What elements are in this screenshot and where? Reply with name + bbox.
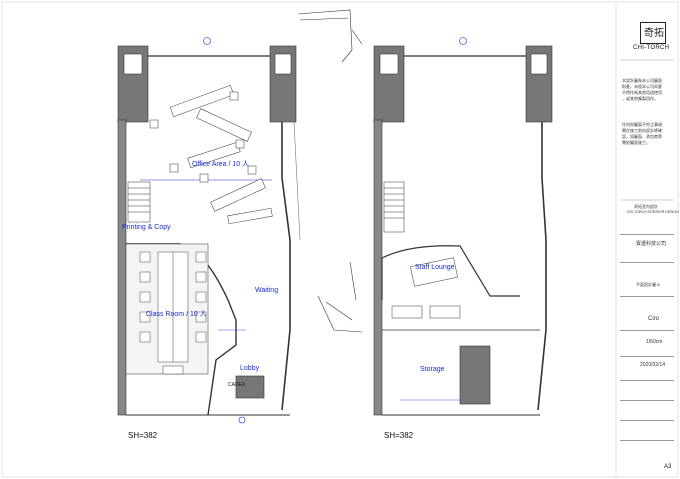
note-copyright: 本設計圖為本公司圖面 財產，未經本公司同意 不得作為其他用途使用 ，或其他複製用… [622,78,662,101]
label-printing-copy: Printing & Copy [122,224,171,231]
right-floor-plan [373,45,553,416]
north-arrow-left [203,37,211,45]
label-office-area: Office Area / 10 人 [192,161,250,168]
section-marker-top [297,9,363,63]
designer-name: Ciro [648,316,660,322]
client-name: 賓遜科技公司 [636,241,667,247]
label-class-room: Class Room / 10 人 [146,311,207,318]
north-arrow-right [459,37,467,45]
drawing-title: 平面設計圖 B [636,282,660,287]
left-plan-ceiling-height: SH=382 [128,431,158,440]
label-cadex: CADEX [228,382,246,388]
left-floor-plan [117,45,301,424]
sheet-size: A3 [664,464,672,470]
brand-logo: 奇拓 [644,28,664,39]
brand-logo-box [640,22,666,44]
label-lobby: Lobby [240,365,260,372]
company-name-cn: 奇拓室內設計 [634,204,658,209]
label-staff-lounge: Staff Lounge [415,264,455,271]
drawing-date: 2020/02/14 [640,362,666,368]
drawing-scale: 1/60cm [646,339,663,345]
note-verification: 任何與圖面不符之事項 需在施工前向設計師確 認，如圖面、承包商等 需依圖面施工。 [622,122,662,145]
label-storage: Storage [420,366,445,373]
section-marker-mid [317,261,363,333]
right-plan-ceiling-height: SH=382 [384,431,414,440]
company-name-en: CHI-TORCH INTERIOR DESIGN [627,210,679,214]
brand-name: CHI-TORCH [633,45,670,51]
label-waiting: Waiting [255,287,279,294]
